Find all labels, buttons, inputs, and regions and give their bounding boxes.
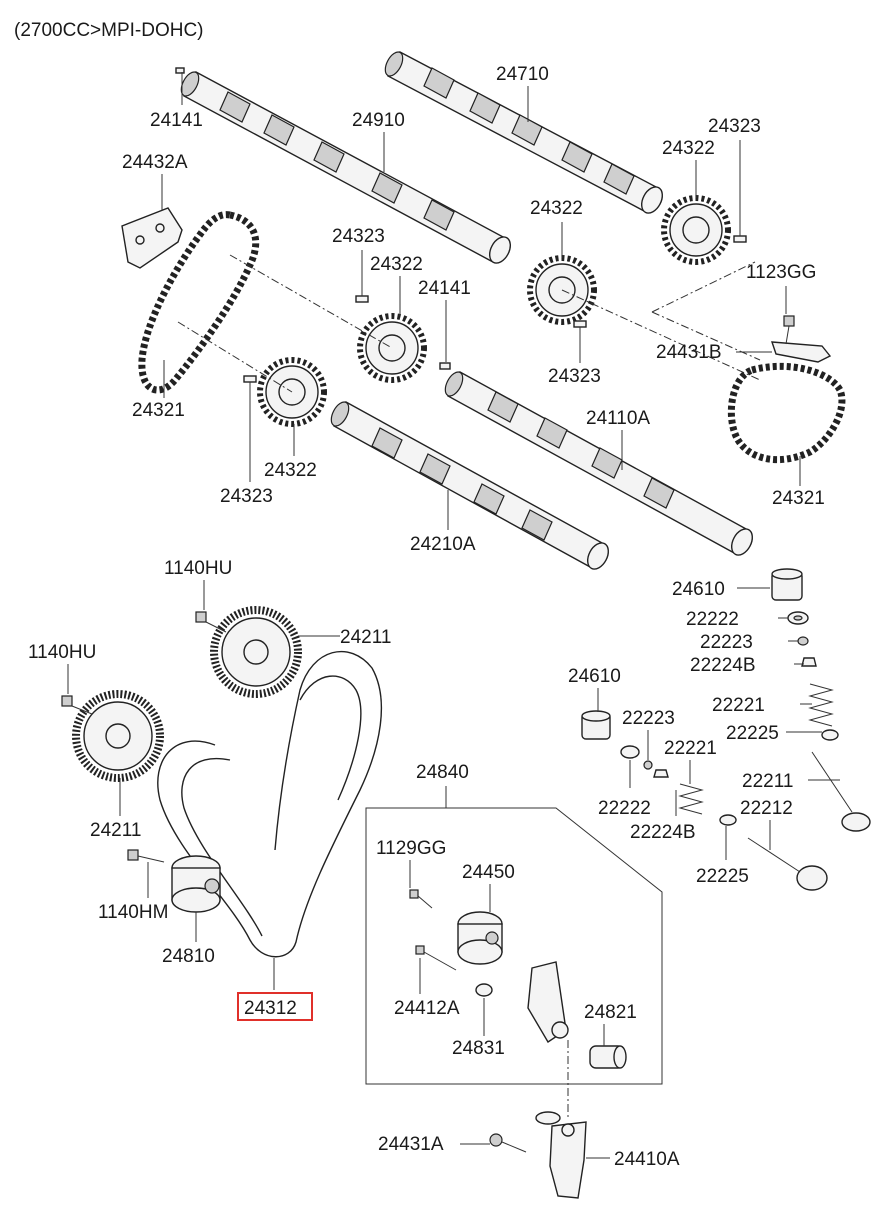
label-24323-center-right[interactable]: 24323 xyxy=(548,366,601,387)
label-24210a[interactable]: 24210A xyxy=(410,534,476,555)
label-22223-upper[interactable]: 22223 xyxy=(700,632,753,653)
camshaft-pulley-24211-upper[interactable] xyxy=(210,606,302,698)
valve-stem-seal-22224b-lower[interactable] xyxy=(653,769,669,778)
label-24211-lower[interactable]: 24211 xyxy=(90,820,141,841)
label-24432a[interactable]: 24432A xyxy=(122,152,188,173)
bolt-1129gg[interactable] xyxy=(409,889,433,909)
camshaft-24210a[interactable] xyxy=(328,399,613,572)
hydraulic-lifter-24610-lower[interactable] xyxy=(581,710,611,740)
valve-spring-22221-upper[interactable] xyxy=(808,683,834,727)
valve-spring-22221-lower[interactable] xyxy=(678,783,704,815)
bolt-24431a[interactable] xyxy=(489,1133,527,1153)
label-24431a[interactable]: 24431A xyxy=(378,1134,444,1155)
label-24910[interactable]: 24910 xyxy=(352,110,405,131)
bushing-24821[interactable] xyxy=(589,1045,627,1069)
bolt-1140hm[interactable] xyxy=(127,849,165,863)
timing-chain-24321-left[interactable] xyxy=(138,211,260,394)
label-22222-lower[interactable]: 22222 xyxy=(598,798,651,819)
intake-valve-22211[interactable] xyxy=(811,751,871,832)
bolt-1140hu-upper[interactable] xyxy=(195,611,227,633)
dowel-pins xyxy=(175,67,747,383)
tensioner-bracket-24410a[interactable] xyxy=(535,1111,587,1199)
label-22212[interactable]: 22212 xyxy=(740,798,793,819)
label-22221-lower[interactable]: 22221 xyxy=(664,738,717,759)
valve-stem-seal-22224b-upper[interactable] xyxy=(801,657,817,667)
part-labels: 24141 24910 24710 24323 24322 24432A 243… xyxy=(28,64,825,1170)
label-24431b[interactable]: 24431B xyxy=(656,342,722,363)
label-1140hm[interactable]: 1140HM xyxy=(98,902,168,923)
label-24312[interactable]: 24312 xyxy=(244,998,297,1019)
label-22225-upper[interactable]: 22225 xyxy=(726,723,779,744)
camshaft-24710[interactable] xyxy=(382,49,667,216)
label-24141-center[interactable]: 24141 xyxy=(418,278,471,299)
label-22224b-lower[interactable]: 22224B xyxy=(630,822,696,843)
label-1140hu-upper[interactable]: 1140HU xyxy=(164,558,232,579)
camshaft-24910[interactable] xyxy=(178,69,515,266)
label-22221-upper[interactable]: 22221 xyxy=(712,695,765,716)
bolt-1140hu-lower[interactable] xyxy=(61,695,93,715)
label-24840[interactable]: 24840 xyxy=(416,762,469,783)
chain-guide-24432a[interactable] xyxy=(121,207,183,269)
spring-seat-22225-upper[interactable] xyxy=(821,729,839,741)
engine-spec-header: (2700CC>MPI-DOHC) xyxy=(14,20,204,41)
exhaust-valve-22212[interactable] xyxy=(747,837,828,891)
auto-tensioner-assembly-box xyxy=(365,807,663,1085)
label-24322-left[interactable]: 24322 xyxy=(264,460,317,481)
label-22222-upper[interactable]: 22222 xyxy=(686,609,739,630)
label-24323-left[interactable]: 24323 xyxy=(220,486,273,507)
label-22223-lower[interactable]: 22223 xyxy=(622,708,675,729)
bolt-1123gg[interactable] xyxy=(783,315,795,345)
label-24710[interactable]: 24710 xyxy=(496,64,549,85)
label-24110a[interactable]: 24110A xyxy=(586,408,650,429)
label-24810[interactable]: 24810 xyxy=(162,946,215,967)
label-24211-upper[interactable]: 24211 xyxy=(340,627,391,648)
label-1140hu-lower[interactable]: 1140HU xyxy=(28,642,96,663)
camshaft-24110a[interactable] xyxy=(442,369,757,558)
label-24322-top-right[interactable]: 24322 xyxy=(662,138,715,159)
label-22225-lower[interactable]: 22225 xyxy=(696,866,749,887)
timing-chain-24321-right[interactable] xyxy=(727,362,846,464)
tensioner-arm[interactable] xyxy=(527,961,569,1043)
label-24610-upper[interactable]: 24610 xyxy=(672,579,725,600)
timing-belt-24312[interactable] xyxy=(157,650,383,958)
spring-seat-22225-lower[interactable] xyxy=(719,814,737,826)
label-24831[interactable]: 24831 xyxy=(452,1038,505,1059)
retainer-lock-22223-upper[interactable] xyxy=(797,636,809,646)
label-24323-center[interactable]: 24323 xyxy=(332,226,385,247)
bolt-24412a[interactable] xyxy=(415,945,457,971)
retainer-22222-lower[interactable] xyxy=(620,745,640,759)
label-24412a[interactable]: 24412A xyxy=(394,998,460,1019)
camshaft-pulley-24211-lower[interactable] xyxy=(72,690,164,782)
washer-24831[interactable] xyxy=(475,983,493,997)
chain-guide-24431b[interactable] xyxy=(771,341,832,363)
label-24322-center[interactable]: 24322 xyxy=(370,254,423,275)
label-24321-right[interactable]: 24321 xyxy=(772,488,825,509)
label-24450[interactable]: 24450 xyxy=(462,862,515,883)
idler-pulley-24810[interactable] xyxy=(171,855,221,913)
tensioner-pulley-24450[interactable] xyxy=(457,911,503,965)
label-22224b-upper[interactable]: 22224B xyxy=(690,655,756,676)
retainer-22222-upper[interactable] xyxy=(787,611,809,625)
label-24323-top-right[interactable]: 24323 xyxy=(708,116,761,137)
label-24141-upper[interactable]: 24141 xyxy=(150,110,203,131)
sprocket-24322-center[interactable] xyxy=(357,313,427,383)
sprocket-24322-upper-right[interactable] xyxy=(661,195,731,265)
hydraulic-lifter-24610-upper[interactable] xyxy=(771,568,803,601)
label-1129gg[interactable]: 1129GG xyxy=(376,838,446,859)
label-24410a[interactable]: 24410A xyxy=(614,1149,680,1170)
label-24610-lower[interactable]: 24610 xyxy=(568,666,621,687)
label-24322-center-right[interactable]: 24322 xyxy=(530,198,583,219)
leader-lines xyxy=(67,72,840,1159)
label-22211[interactable]: 22211 xyxy=(742,771,793,792)
retainer-lock-22223-lower[interactable] xyxy=(643,760,653,770)
label-24821[interactable]: 24821 xyxy=(584,1002,637,1023)
label-24321-left[interactable]: 24321 xyxy=(132,400,185,421)
label-1123gg[interactable]: 1123GG xyxy=(746,262,816,283)
highlight-box-24312 xyxy=(237,992,313,1021)
